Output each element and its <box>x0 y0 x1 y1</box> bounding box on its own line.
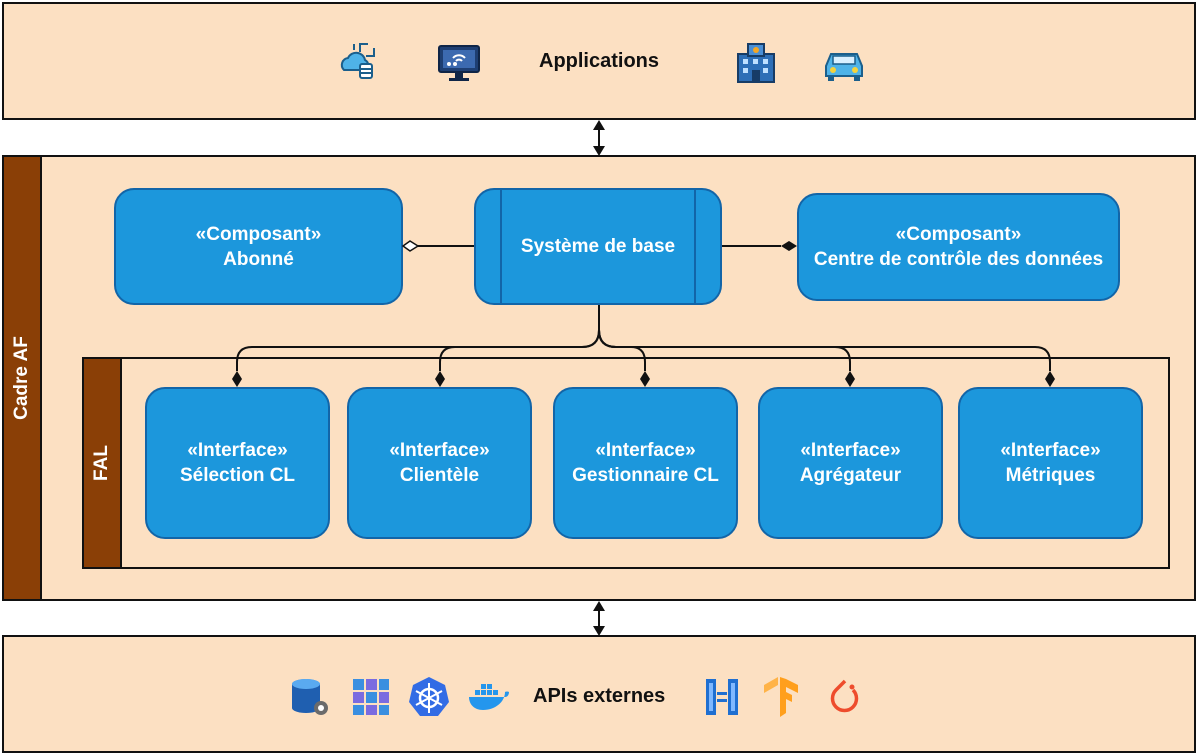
pytorch-icon <box>823 675 867 719</box>
interface-stereotype: «Interface» <box>389 440 490 461</box>
core-system-component: Système de base <box>474 188 722 305</box>
data-center-stereotype: «Composant» <box>895 224 1022 245</box>
fal-label: FAL <box>91 445 112 481</box>
interface-stereotype: «Interface» <box>595 440 696 461</box>
interface-name: Sélection CL <box>179 465 296 486</box>
interface-stereotype: «Interface» <box>800 440 901 461</box>
kubernetes-icon <box>407 675 451 719</box>
interface-name: Gestionnaire CL <box>572 465 719 486</box>
building-icon <box>734 40 778 84</box>
framework-side-bar: Cadre AF <box>4 157 42 599</box>
interface-box: «Interface» Clientèle <box>347 387 532 539</box>
fal-side-bar: FAL <box>84 359 122 567</box>
framework-label: Cadre AF <box>11 336 32 420</box>
external-apis-band: APIs externes <box>2 635 1196 753</box>
interface-name: Métriques <box>1005 465 1096 486</box>
interface-box: «Interface» Métriques <box>958 387 1143 539</box>
subscriber-component: «Composant» Abonné <box>114 188 403 305</box>
cloud-network-icon <box>336 40 380 84</box>
interface-stereotype: «Interface» <box>187 440 288 461</box>
external-apis-link-arrow <box>593 601 605 636</box>
docker-icon <box>467 675 511 719</box>
external-apis-label: APIs externes <box>533 685 666 707</box>
subscriber-stereotype: «Composant» <box>195 223 322 245</box>
subscriber-name: Abonné <box>223 248 294 270</box>
interface-stereotype: «Interface» <box>1000 440 1101 461</box>
applications-link-arrow <box>593 120 605 156</box>
data-center-name: Centre de contrôle des données <box>813 249 1104 270</box>
interface-name: Agrégateur <box>799 465 902 486</box>
smart-tv-icon <box>437 40 481 84</box>
core-right-divider <box>694 190 696 303</box>
grid-blocks-icon <box>349 675 393 719</box>
interface-box: «Interface» Sélection CL <box>145 387 330 539</box>
vertical-bars-icon <box>700 675 744 719</box>
interface-name: Clientèle <box>399 465 480 486</box>
tensorflow-icon <box>760 675 804 719</box>
applications-band: Applications <box>2 2 1196 120</box>
applications-label: Applications <box>539 50 660 72</box>
interface-box: «Interface» Gestionnaire CL <box>553 387 738 539</box>
interface-box: «Interface» Agrégateur <box>758 387 943 539</box>
car-icon <box>822 40 866 84</box>
core-system-name: Système de base <box>520 236 676 257</box>
database-settings-icon <box>288 675 332 719</box>
data-center-component: «Composant» Centre de contrôle des donné… <box>797 193 1120 301</box>
core-left-divider <box>500 190 502 303</box>
